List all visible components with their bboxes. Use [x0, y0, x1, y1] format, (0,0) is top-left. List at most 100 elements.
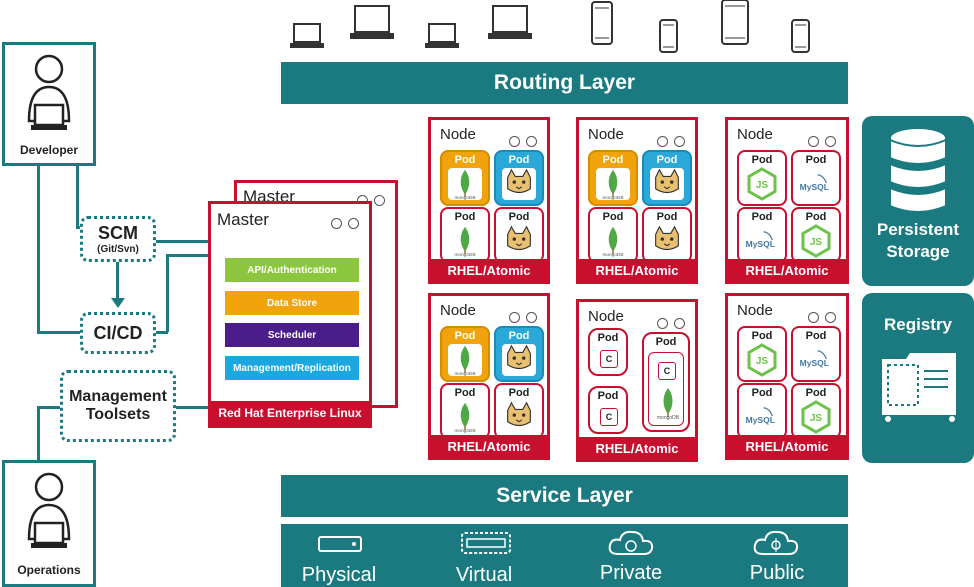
pod: Pod — [494, 150, 544, 206]
pod-label: Pod — [751, 154, 773, 166]
node-footer: RHEL/Atomic — [579, 437, 695, 459]
mongodb-icon: mongoDB — [455, 402, 476, 434]
pod-label: Pod — [454, 330, 476, 342]
cicd-box: CI/CD — [80, 312, 156, 354]
virtual-server-icon — [461, 532, 511, 554]
container-box: C — [600, 408, 618, 426]
master-item: Management/Replication — [225, 356, 359, 380]
mysql-icon: MySQL — [746, 407, 775, 425]
server-icon — [318, 536, 362, 552]
node-indicators — [657, 136, 685, 147]
svg-text:MySQL: MySQL — [746, 239, 775, 249]
pod-label: Pod — [508, 154, 530, 166]
registry-icon — [882, 353, 956, 422]
pod-label: Pod — [602, 154, 624, 166]
svg-text:mongoDB: mongoDB — [455, 252, 476, 258]
node-indicators — [808, 136, 836, 147]
tomcat-icon — [507, 344, 531, 370]
svg-text:JS: JS — [810, 237, 823, 248]
svg-text:JS: JS — [756, 180, 769, 191]
pod: Pod mongoDB — [588, 150, 638, 206]
service-layer-label: Service Layer — [496, 484, 633, 507]
node-footer: RHEL/Atomic — [431, 259, 547, 281]
pod: Pod — [642, 150, 692, 206]
pod: Pod mongoDB — [440, 207, 490, 263]
pod-label: Pod — [751, 387, 773, 399]
arrow-down-icon — [111, 298, 125, 308]
connector — [76, 166, 79, 226]
nodejs-icon: JS — [801, 224, 831, 258]
pod-label: Pod — [805, 211, 827, 223]
node-title: Node — [737, 126, 773, 143]
pod-label: Pod — [602, 211, 624, 223]
developer-label: Developer — [19, 143, 79, 157]
svg-text:MySQL: MySQL — [746, 415, 775, 425]
mongodb-icon: mongoDB — [455, 345, 475, 377]
connector — [37, 406, 61, 409]
pod-label: Pod — [597, 332, 619, 344]
pod: Pod — [494, 383, 544, 439]
management-toolsets-line2: Toolsets — [85, 406, 151, 423]
node-title: Node — [440, 126, 476, 143]
node-footer: RHEL/Atomic — [728, 435, 846, 457]
svg-text:MySQL: MySQL — [800, 358, 829, 368]
svg-text:mongoDB: mongoDB — [603, 195, 624, 201]
pod-label: Pod — [805, 154, 827, 166]
node-indicators — [509, 136, 537, 147]
connector — [166, 254, 169, 332]
phone-icon — [659, 19, 678, 53]
routing-layer: Routing Layer — [281, 62, 848, 104]
svg-text:mongoDB: mongoDB — [455, 428, 476, 434]
master-item: Scheduler — [225, 323, 359, 347]
master-item: Data Store — [225, 291, 359, 315]
mongodb-icon: mongoDB — [603, 169, 624, 201]
master-item: API/Authentication — [225, 258, 359, 282]
mongodb-icon: mongoDB — [657, 388, 680, 421]
node-footer: RHEL/Atomic — [431, 435, 547, 457]
laptop-icon — [290, 23, 324, 48]
person-icon — [27, 472, 71, 548]
pod-label: Pod — [508, 387, 530, 399]
svg-text:JS: JS — [810, 413, 823, 424]
connector — [76, 226, 82, 229]
cloud-icon — [753, 530, 799, 555]
pod-label: Pod — [656, 154, 678, 166]
persistent-storage-panel: Persistent Storage — [862, 116, 974, 286]
node-footer: RHEL/Atomic — [579, 259, 695, 281]
svg-text:mongoDB: mongoDB — [455, 195, 476, 201]
svg-text:mongoDB: mongoDB — [657, 415, 680, 420]
pod-label: Pod — [508, 330, 530, 342]
pod-label: Pod — [454, 387, 476, 399]
persistent-storage-line2: Storage — [886, 242, 950, 261]
pod-label: Pod — [751, 330, 773, 342]
master-node: Master API/Authentication Data Store Sch… — [208, 201, 372, 428]
scm-box: SCM (Git/Svn) — [80, 216, 156, 262]
pod: Pod — [494, 207, 544, 263]
connector — [166, 254, 210, 257]
phone-icon — [591, 1, 613, 45]
developer-box: Developer — [2, 42, 96, 166]
laptop-icon — [425, 23, 459, 48]
management-toolsets-box: Management Toolsets — [60, 370, 176, 442]
client-devices — [290, 0, 810, 53]
infrastructure-bar: Physical Virtual Private Public — [281, 524, 848, 587]
infra-label-physical: Physical — [301, 564, 377, 586]
pod-label: Pod — [751, 211, 773, 223]
container-box: C — [600, 350, 618, 368]
node-indicators — [657, 318, 685, 329]
pod-label: Pod — [454, 211, 476, 223]
master-title: Master — [217, 210, 269, 229]
